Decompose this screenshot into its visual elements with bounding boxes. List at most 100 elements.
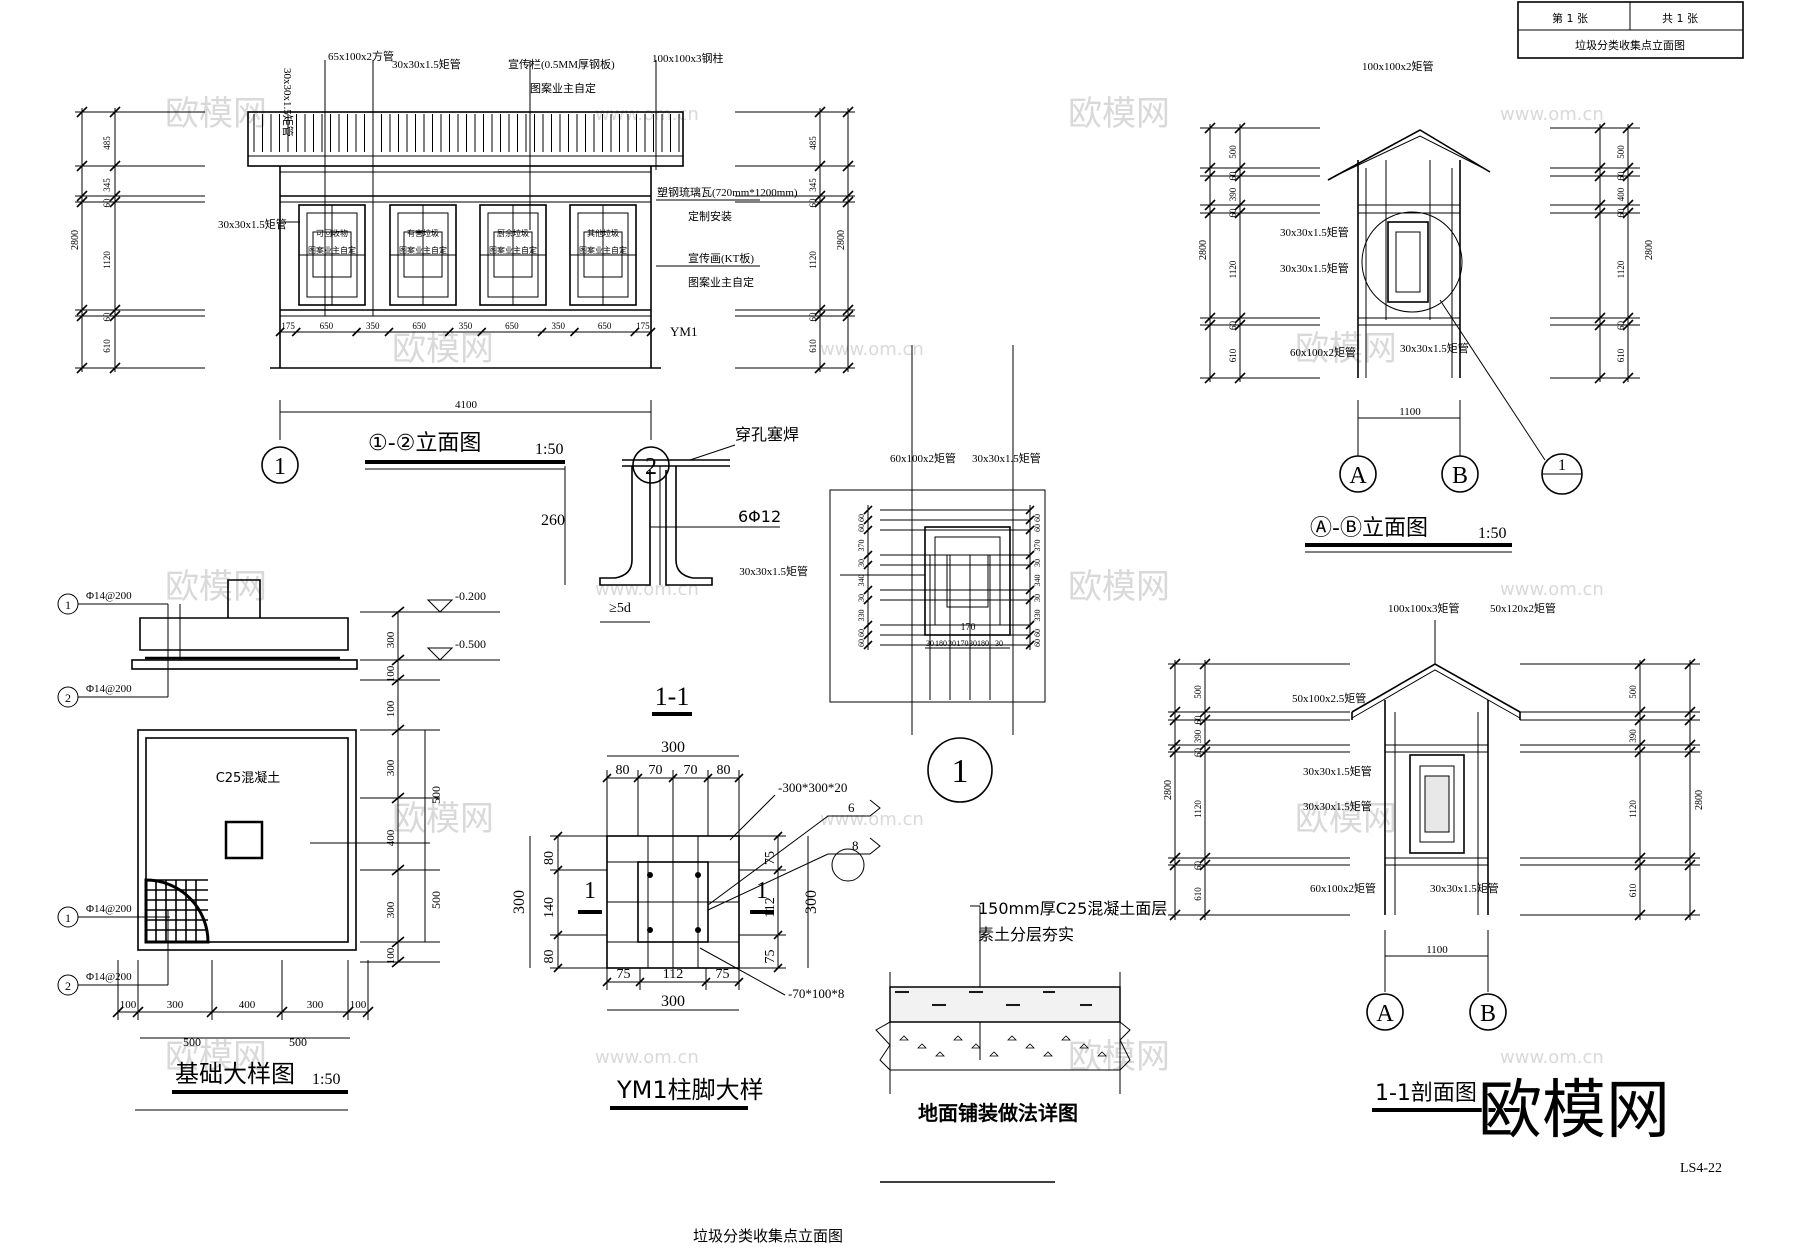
hatch-dot — [904, 990, 908, 994]
column-foot-title: YM1柱脚大样 — [616, 1076, 764, 1104]
label-left-1: 30x30x1.5矩管 — [218, 217, 287, 231]
axis-a-label: A — [1349, 463, 1367, 489]
dim-tick — [863, 515, 873, 525]
rebar-marker-1-label: 1 — [65, 598, 71, 612]
section-axis-a-bubble — [1366, 993, 1404, 1031]
hatch-dot — [1013, 1003, 1017, 1007]
section-1-1-label-6: 60x100x2矩管 — [1310, 881, 1376, 895]
dim-tick — [646, 327, 656, 337]
dim-label: 60 — [1228, 171, 1238, 181]
dim-label: 300 — [385, 759, 397, 776]
dim-tick — [384, 327, 394, 337]
column-foot-plate-lines — [607, 836, 739, 968]
dim-tick — [630, 327, 640, 337]
dim-label: 390 — [1193, 729, 1203, 743]
axis-2-bubble — [632, 446, 670, 484]
dim-label: 500 — [429, 786, 443, 804]
dim-tick — [1025, 630, 1035, 640]
hatch-dot — [974, 990, 978, 994]
dim-label: 30 — [995, 639, 1003, 648]
axis-b-label: B — [1452, 463, 1468, 489]
bolt — [695, 872, 701, 878]
footer-title: 垃圾分类收集点立面图 — [693, 1227, 843, 1245]
dim-label: 75 — [617, 967, 631, 982]
watermarks: 欧模网 www.om.cn 欧模网 www.om.cn 欧模网 www.om.c… — [165, 94, 1604, 1077]
dim-label: 400 — [385, 829, 397, 846]
watermark-brand: 欧模网 — [1295, 329, 1397, 369]
dim-label: 370 — [1033, 540, 1042, 552]
dim-label: 650 — [320, 321, 334, 331]
dim-label: 500 — [429, 891, 443, 909]
dim-label: 500 — [1628, 685, 1638, 699]
dim-label: 100 — [120, 999, 137, 1011]
dim-label: 300 — [661, 993, 685, 1010]
dim-label: 350 — [552, 321, 566, 331]
elevation-a-b-title: Ⓐ-Ⓑ立面图 — [1310, 516, 1428, 541]
dim-label: 170 — [957, 639, 969, 648]
roof-tiles — [247, 111, 684, 167]
dim-label: 300 — [661, 739, 685, 756]
panel-sign-sub: 图案业主自定 — [399, 245, 447, 255]
hatch-aggregate — [1061, 1035, 1071, 1041]
panel-sign-name: 其他垃圾 — [587, 228, 619, 238]
paving-title: 地面铺装做法详图 — [918, 1101, 1078, 1125]
hatch-dot — [943, 1003, 947, 1007]
column-square — [224, 820, 264, 860]
bolt — [647, 872, 653, 878]
dim-label: 1120 — [1628, 800, 1638, 818]
column-foot-section-title: 1-1 — [655, 682, 690, 711]
detail-1: 6060370303403033060606060370303403033060… — [739, 345, 1046, 803]
label-top-1: 30x30x1.5矩管 — [281, 68, 295, 137]
dim-tick — [351, 327, 362, 337]
elevation-a-b-label-4: 60x100x2矩管 — [1290, 345, 1356, 359]
dim-label: 60 — [1228, 208, 1238, 218]
hatch-aggregate — [953, 1035, 963, 1041]
dim-label: 75 — [763, 950, 778, 964]
dim-label: 300 — [803, 890, 820, 914]
hatch-dot — [1079, 1003, 1083, 1007]
watermark-brand: 欧模网 — [1068, 567, 1170, 607]
plan-rebar-marker-2-label: 2 — [65, 979, 71, 993]
dim-label: 300 — [385, 631, 397, 648]
elevation-1-2-title: ①-②立面图 — [368, 431, 481, 456]
weld-detail: 穿孔塞焊 6Φ12 260 ≥5d — [541, 425, 799, 623]
hatch-dot — [1081, 1003, 1085, 1007]
dim-label: 610 — [1628, 883, 1638, 897]
dim-label: 80 — [717, 763, 731, 778]
elevation-a-b-label-1: 100x100x2矩管 — [1362, 59, 1434, 73]
dim-tick — [863, 640, 873, 650]
dim-label: 60 — [1616, 171, 1626, 181]
dim-label: 70 — [684, 763, 698, 778]
label-top-6: 100x100x3钢柱 — [652, 51, 724, 65]
dim-label: 650 — [598, 321, 612, 331]
elevation-a-b-dimensions: 5006039060112060610500604006011206061028… — [1198, 122, 1655, 384]
dim-tick — [863, 585, 873, 595]
hatch-dot — [972, 990, 976, 994]
watermark-url: www.om.cn — [595, 579, 699, 600]
dim-label: 30 — [857, 594, 866, 602]
hatch-aggregate — [1007, 1035, 1017, 1041]
detail-1-callout-label: 1 — [952, 753, 969, 790]
hatch-dot — [937, 1003, 941, 1007]
hatch-dot — [896, 990, 900, 994]
section-1-1-label-1: 100x100x3矩管 — [1388, 601, 1460, 615]
dim-label: 370 — [857, 540, 866, 552]
dim-label: 1120 — [102, 251, 112, 269]
dim-label: 60 — [857, 629, 866, 637]
dim-label: 500 — [289, 1035, 307, 1049]
hatch-dot — [1089, 1003, 1093, 1007]
dim-label: 180 — [977, 639, 989, 648]
dim-tick — [291, 327, 301, 337]
rebar-2-label: Φ14@200 — [86, 683, 132, 695]
axis-1-bubble — [261, 446, 299, 484]
watermark-brand: 欧模网 — [392, 799, 494, 839]
dim-tick — [1025, 525, 1035, 535]
axis-2-label: 2 — [645, 454, 657, 480]
dim-label: 75 — [763, 851, 778, 865]
dim-label: 60 — [1193, 861, 1203, 871]
watermark-url: www.om.cn — [1500, 579, 1604, 600]
rebar-1-label: Φ14@200 — [86, 590, 132, 602]
dim-tick — [1025, 560, 1035, 570]
dim-label: 485 — [808, 136, 818, 150]
